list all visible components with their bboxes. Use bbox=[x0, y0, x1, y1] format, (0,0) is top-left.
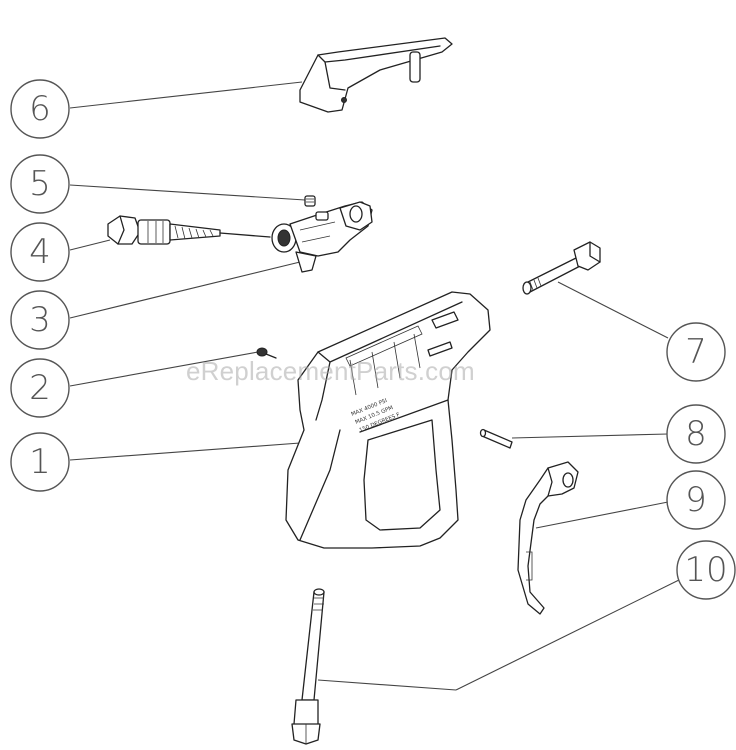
part-4-valve-stem bbox=[107, 215, 271, 245]
callout-2-label: 2 bbox=[29, 368, 51, 408]
callout-3-label: 3 bbox=[29, 300, 51, 340]
callout-9-label: 9 bbox=[685, 480, 707, 520]
part-7-inlet-fitting bbox=[522, 241, 601, 295]
leader-line-6 bbox=[69, 81, 303, 109]
callout-1-label: 1 bbox=[29, 442, 51, 482]
callout-7: 7 bbox=[666, 322, 726, 382]
callout-8-label: 8 bbox=[685, 414, 707, 454]
callout-5-label: 5 bbox=[29, 164, 51, 204]
callout-5: 5 bbox=[10, 154, 70, 214]
leader-line-10 bbox=[455, 577, 684, 691]
callout-4: 4 bbox=[10, 222, 70, 282]
part-6-trigger-cover bbox=[299, 37, 453, 113]
leader-line-7 bbox=[557, 281, 669, 339]
callout-10-label: 10 bbox=[684, 550, 727, 590]
leader-line-8 bbox=[511, 433, 669, 439]
leader-lines bbox=[69, 81, 684, 691]
leader-line-3 bbox=[69, 261, 301, 319]
callout-8: 8 bbox=[666, 404, 726, 464]
callout-1: 1 bbox=[10, 432, 70, 492]
leader-line-4 bbox=[69, 239, 111, 251]
part-8-pin bbox=[479, 428, 513, 449]
part-1-gun-handle: MAX 4000 PSI MAX 10.5 GPM 150 DEGREES F bbox=[285, 291, 491, 549]
leader-line-5 bbox=[69, 184, 306, 201]
callout-3: 3 bbox=[10, 290, 70, 350]
leader-line-2 bbox=[69, 351, 259, 387]
callout-9: 9 bbox=[666, 470, 726, 530]
watermark-text: eReplacementParts.com bbox=[186, 356, 475, 386]
callout-10: 10 bbox=[676, 540, 736, 600]
callout-2: 2 bbox=[10, 358, 70, 418]
callout-6-label: 6 bbox=[29, 89, 51, 129]
leader-line-1 bbox=[69, 442, 301, 461]
leader-line-10b bbox=[317, 679, 457, 691]
part-9-trigger bbox=[517, 461, 579, 615]
callout-6: 6 bbox=[10, 79, 70, 139]
part-5-set-screw bbox=[304, 195, 316, 207]
part-10-extension-tube bbox=[291, 588, 325, 745]
part-2-screw bbox=[256, 347, 277, 359]
callout-4-label: 4 bbox=[29, 232, 51, 272]
leader-line-9 bbox=[535, 501, 669, 529]
part-3-valve-body bbox=[271, 201, 373, 273]
callout-7-label: 7 bbox=[685, 332, 707, 372]
